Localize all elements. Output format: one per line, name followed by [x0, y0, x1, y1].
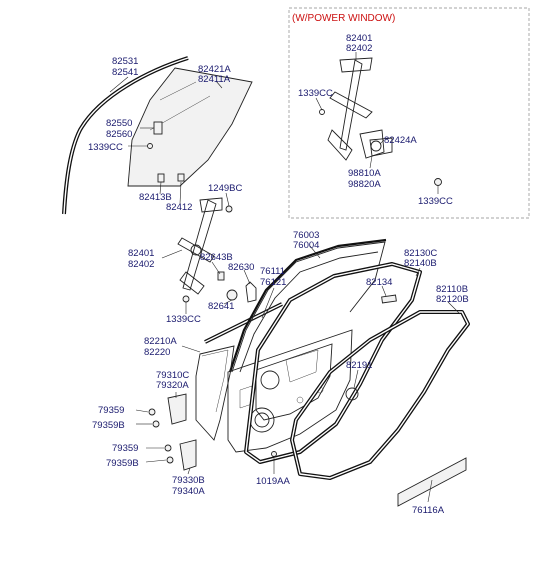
- label-1339CC-c: 1339CC: [298, 88, 333, 99]
- label-82130C: 82130C: [404, 248, 437, 259]
- bolt-1339CC-a: [147, 143, 153, 149]
- door-frame-weatherstrip: [244, 262, 422, 464]
- label-79359-a: 79359: [98, 405, 124, 416]
- part-labels: 82531 82541 82421A 82411A 82550 82560 13…: [88, 33, 469, 516]
- handle-base-82641: [226, 289, 238, 301]
- label-82560: 82560: [106, 129, 132, 140]
- label-82630: 82630: [228, 262, 254, 273]
- label-76111: 76111: [260, 266, 285, 277]
- label-82541: 82541: [112, 67, 138, 78]
- grommet-82191: [345, 387, 359, 401]
- power-window-header: (W/POWER WINDOW): [292, 13, 395, 24]
- label-79330B: 79330B: [172, 475, 205, 486]
- window-handle-82630: [245, 281, 257, 303]
- inset-power-regulator: [319, 57, 442, 186]
- lower-hinge: [164, 439, 197, 471]
- label-82411A: 82411A: [198, 74, 231, 85]
- label-79359B-b: 79359B: [106, 458, 139, 469]
- glass-clip-82412: [177, 173, 185, 182]
- label-79320A: 79320A: [156, 380, 189, 391]
- label-76121: 76121: [260, 277, 286, 288]
- label-76116A: 76116A: [412, 505, 445, 516]
- label-82140B: 82140B: [404, 258, 437, 269]
- label-82413B: 82413B: [139, 192, 172, 203]
- label-98820A: 98820A: [348, 179, 381, 190]
- label-82401-a: 82401: [128, 248, 154, 259]
- label-82641: 82641: [208, 301, 234, 312]
- label-1339CC-b: 1339CC: [166, 314, 201, 325]
- label-82402-b: 82402: [346, 43, 372, 54]
- label-79310C: 79310C: [156, 370, 189, 381]
- label-76004: 76004: [293, 240, 319, 251]
- label-1339CC-d: 1339CC: [418, 196, 453, 207]
- label-1249BC: 1249BC: [208, 183, 242, 194]
- manual-window-regulator: [177, 197, 223, 303]
- bolt-1249BC: [225, 205, 233, 213]
- label-82550: 82550: [106, 118, 132, 129]
- label-82120B: 82120B: [436, 294, 469, 305]
- label-76003: 76003: [293, 230, 319, 241]
- label-82531: 82531: [112, 56, 138, 67]
- label-82401-b: 82401: [346, 33, 372, 44]
- label-82424A: 82424A: [384, 135, 417, 146]
- label-79359B-a: 79359B: [92, 420, 125, 431]
- label-82191: 82191: [346, 360, 372, 371]
- power-window-inset: [288, 7, 530, 219]
- label-79359-b: 79359: [112, 443, 138, 454]
- label-82210A: 82210A: [144, 336, 177, 347]
- glass-run-channel: [62, 56, 189, 215]
- label-98810A: 98810A: [348, 168, 381, 179]
- door-outer-skin: [195, 345, 235, 441]
- leader-lines: [109, 52, 461, 503]
- label-82412: 82412: [166, 202, 192, 213]
- body-side-weatherstrip: [290, 310, 470, 480]
- label-82220: 82220: [144, 347, 170, 358]
- label-82421A: 82421A: [198, 64, 231, 75]
- side-molding: [397, 457, 467, 507]
- clip-82643B: [217, 271, 225, 281]
- belt-weatherstrip-outer: [204, 302, 283, 344]
- glass-clip-82413B: [157, 173, 165, 183]
- label-79340A: 79340A: [172, 486, 205, 497]
- label-82643B: 82643B: [200, 252, 233, 263]
- door-glass: [127, 67, 253, 187]
- label-82402-a: 82402: [128, 259, 154, 270]
- upper-hinge: [148, 393, 187, 428]
- label-1019AA: 1019AA: [256, 476, 290, 487]
- seal-piece-82134: [381, 294, 397, 304]
- label-82110B: 82110B: [436, 284, 468, 295]
- label-1339CC-a: 1339CC: [88, 142, 123, 153]
- label-82134: 82134: [366, 277, 392, 288]
- holder-82550: [153, 121, 163, 135]
- screw-1019AA: [271, 451, 277, 457]
- door-frame-76003: [228, 238, 387, 373]
